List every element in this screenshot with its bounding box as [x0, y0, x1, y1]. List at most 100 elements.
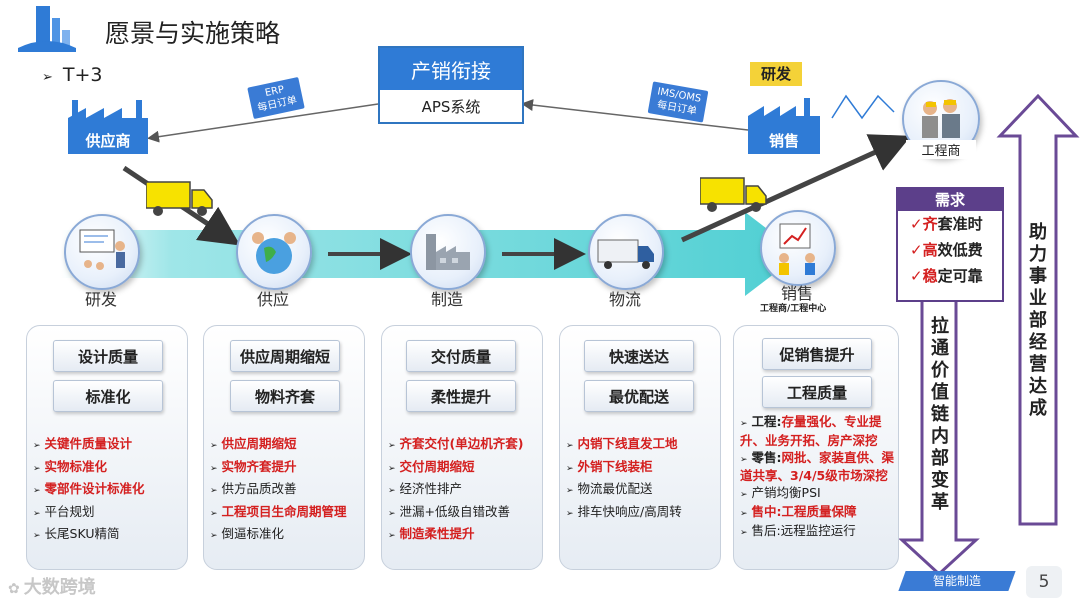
list-item: ➢外销下线装柜: [566, 458, 653, 474]
panel-logistics-list: ➢内销下线直发工地 ➢外销下线装柜 ➢物流最优配送 ➢排车快响应/高周转: [566, 434, 718, 524]
panel-supply: 供应周期缩短 物料齐套 ➢供应周期缩短 ➢实物齐套提升 ➢供方品质改善 ➢工程项…: [203, 325, 365, 570]
list-item: ➢平台规划: [33, 503, 95, 519]
list-item: ➢排车快响应/高周转: [566, 503, 682, 519]
arrow-bullet-icon: ➢: [33, 486, 41, 496]
stage-rd-circle: [64, 214, 140, 290]
panel-sales: 促销售提升 工程质量 ➢工程:存量强化、专业提升、业务开拓、房产深挖 ➢零售:网…: [733, 325, 899, 570]
stage-manufacture-circle: [410, 214, 486, 290]
stage-supply-circle: [236, 214, 312, 290]
sales-chart-icon: [779, 223, 815, 275]
up-arrow-text: 助力事业部经营达成: [1029, 222, 1047, 419]
list-item: ➢工程项目生命周期管理: [210, 503, 347, 519]
panel-sales-button-1: 促销售提升: [762, 338, 872, 370]
panel-supply-button-1: 供应周期缩短: [230, 340, 340, 372]
list-item: ➢产销均衡PSI: [740, 485, 821, 501]
arrow-bullet-icon: ➢: [33, 441, 41, 451]
arrow-bullet-icon: ➢: [388, 463, 396, 474]
list-item: ➢工程:存量强化、专业提升、业务开拓、房产深挖: [740, 414, 882, 448]
arrow-bullet-icon: ➢: [388, 486, 396, 496]
list-item: ➢齐套交付(单边机齐套): [388, 436, 524, 451]
list-item: ➢经济性排产: [388, 481, 463, 496]
arrow-bullet-icon: ➢: [566, 508, 574, 519]
arrow-bullet-icon: ➢: [210, 508, 218, 519]
panel-logistics: 快速送达 最优配送 ➢内销下线直发工地 ➢外销下线装柜 ➢物流最优配送 ➢排车快…: [559, 325, 721, 570]
panel-manufacture-button-1: 交付质量: [406, 340, 516, 372]
factory-building-icon: [426, 234, 470, 270]
down-arrow-text: 拉通价值链内部变革: [931, 316, 949, 513]
subtitle: ➢ T+3: [42, 64, 103, 86]
sales-label: 销售: [768, 132, 799, 150]
list-item: ➢长尾SKU精简: [33, 526, 120, 541]
stage-manufacture-label: 制造: [430, 290, 463, 309]
lorry-icon: [597, 239, 654, 269]
arrow-bullet-icon: ➢: [33, 508, 41, 519]
list-item: ➢供方品质改善: [210, 481, 297, 496]
watermark: ✿大数跨境: [8, 577, 96, 598]
list-item: ➢实物齐套提升: [210, 458, 297, 474]
arrow-bullet-icon: ➢: [33, 531, 41, 541]
globe-icon: [252, 232, 296, 274]
demand-item: ✓稳定可靠: [910, 267, 983, 285]
demand-item: ✓高效低费: [910, 241, 983, 259]
arrow-bullet-icon: ➢: [566, 463, 574, 474]
arrow-bullet-icon: ➢: [210, 441, 218, 451]
truck-icon: [145, 180, 214, 218]
arrow-bullet-icon: ➢: [566, 486, 574, 496]
list-item: ➢内销下线直发工地: [566, 436, 678, 451]
stage-sales-circle: [760, 210, 836, 286]
arrow-bullet-icon: ➢: [388, 508, 396, 519]
arrow-bullet-icon: ➢: [740, 454, 748, 465]
stage-sales-label: 销售: [780, 284, 813, 303]
production-sales-title: 产销衔接: [380, 48, 522, 90]
list-item: ➢泄漏+低级自错改善: [388, 503, 511, 519]
watermark-icon: ✿: [8, 581, 20, 597]
demand-item: ✓齐套准时: [910, 215, 983, 233]
supplier-label: 供应商: [85, 132, 131, 150]
factory-icon: [68, 100, 148, 154]
list-item: ➢售中:工程质量保障: [740, 503, 857, 519]
panel-supply-list: ➢供应周期缩短 ➢实物齐套提升 ➢供方品质改善 ➢工程项目生命周期管理 ➢倒逼标…: [210, 434, 362, 547]
production-sales-box: 产销衔接 APS系统: [378, 46, 524, 124]
list-item: ➢供应周期缩短: [210, 436, 297, 451]
panel-sales-list: ➢工程:存量强化、专业提升、业务开拓、房产深挖 ➢零售:网批、家装直供、渠道共享…: [740, 414, 900, 542]
engineers-icon: [922, 99, 960, 138]
demand-box: 需求 ✓齐套准时 ✓高效低费 ✓稳定可靠: [896, 187, 1004, 302]
panel-rd-button-2: 标准化: [53, 380, 163, 412]
presentation-icon: [79, 229, 125, 270]
panel-rd-button-1: 设计质量: [53, 340, 163, 372]
arrow-bullet-icon: ➢: [740, 527, 748, 538]
aps-system-label: APS系统: [421, 97, 481, 116]
corner-logo: [16, 4, 78, 52]
page-title: 愿景与实施策略: [105, 19, 281, 48]
list-item: ➢售后:远程监控运行: [740, 522, 856, 538]
list-item: ➢倒逼标准化: [210, 526, 285, 541]
list-item: ➢零售:网批、家装直供、渠道共享、3/4/5级市场深挖: [740, 449, 895, 484]
arrow-bullet-icon: ➢: [388, 441, 396, 451]
stage-logistics-label: 物流: [608, 290, 641, 309]
bullet-icon: ➢: [42, 70, 53, 85]
panel-rd: 设计质量 标准化 ➢关键件质量设计 ➢实物标准化 ➢零部件设计标准化 ➢平台规划…: [26, 325, 188, 570]
checkmark-icon: ✓: [910, 267, 923, 285]
list-item: ➢实物标准化: [33, 458, 108, 474]
list-item: ➢物流最优配送: [566, 481, 653, 496]
panel-manufacture-list: ➢齐套交付(单边机齐套) ➢交付周期缩短 ➢经济性排产 ➢泄漏+低级自错改善 ➢…: [388, 434, 540, 547]
footer-tag: 智能制造: [898, 571, 1016, 591]
arrow-bullet-icon: ➢: [210, 486, 218, 496]
list-item: ➢制造柔性提升: [388, 526, 475, 541]
subtitle-text: T+3: [62, 64, 103, 86]
list-item: ➢关键件质量设计: [33, 436, 133, 451]
arrow-bullet-icon: ➢: [740, 508, 748, 519]
panel-manufacture-button-2: 柔性提升: [406, 380, 516, 412]
truck-icon: [699, 176, 768, 214]
engineer-label: 工程商: [906, 140, 976, 159]
page-number: 5: [1026, 566, 1062, 598]
stage-sales-sublabel: 工程商/工程中心: [760, 304, 827, 314]
stage-supply-label: 供应: [256, 290, 289, 309]
supplier-factory: 供应商: [68, 98, 148, 154]
arrow-bullet-icon: ➢: [740, 419, 748, 429]
arrow-bullet-icon: ➢: [210, 463, 218, 474]
arrow-bullet-icon: ➢: [388, 531, 396, 541]
checkmark-icon: ✓: [910, 241, 923, 259]
factory-icon: [748, 98, 820, 154]
panel-rd-list: ➢关键件质量设计 ➢实物标准化 ➢零部件设计标准化 ➢平台规划 ➢长尾SKU精简: [33, 434, 185, 547]
